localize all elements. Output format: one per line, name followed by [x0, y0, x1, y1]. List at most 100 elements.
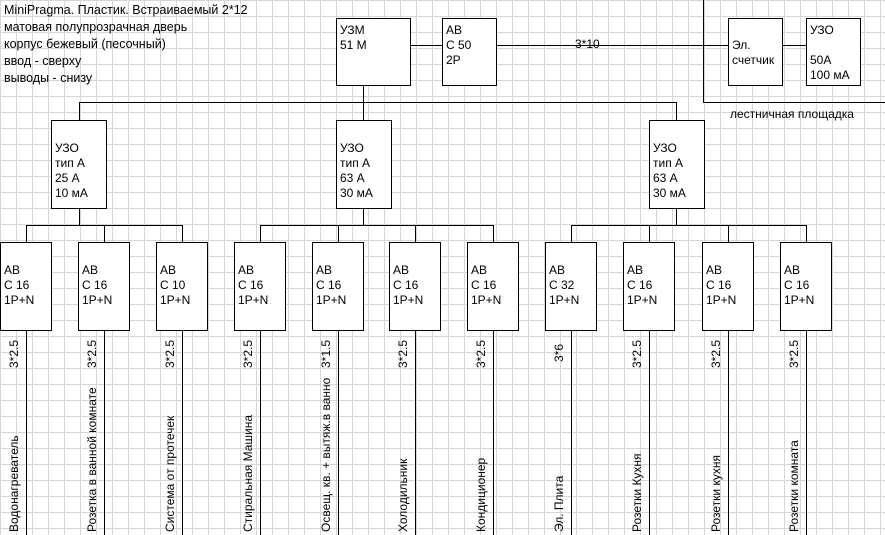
- breaker-stub: [649, 225, 650, 242]
- breaker-stub: [728, 225, 729, 242]
- uzo-input-line: 50А: [810, 53, 832, 67]
- header-line: выводы - снизу: [4, 71, 93, 85]
- header-line: матовая полупрозрачная дверь: [4, 20, 188, 34]
- uzo-group-line: УЗО: [653, 141, 677, 155]
- breaker-line: 1Р+N: [627, 293, 658, 307]
- breaker-box: АВ С 16 1Р+N: [780, 242, 832, 331]
- cable-label: 3*6: [552, 343, 566, 362]
- breaker-line: 1Р+N: [160, 293, 191, 307]
- breaker-line: С 16: [4, 278, 30, 292]
- uzo-group-line: УЗО: [340, 141, 364, 155]
- breaker-line: АВ: [706, 263, 723, 277]
- breaker-output: [104, 331, 105, 535]
- cable-label: 3*2.5: [241, 339, 255, 368]
- header-line: MiniPragma. Пластик. Встраиваемый 2*12: [4, 3, 248, 17]
- load-label: Холодильник: [396, 458, 410, 532]
- meter-line: счетчик: [732, 53, 775, 67]
- load-label: Розетки Кухня: [630, 453, 644, 532]
- load-label: Эл. Плита: [552, 475, 566, 532]
- load-label: Система от протечек: [163, 415, 177, 532]
- uzo-group-line: УЗО: [55, 141, 79, 155]
- breaker-output: [26, 331, 27, 535]
- breaker-line: 1Р+N: [238, 293, 269, 307]
- cable-label: 3*2.5: [474, 339, 488, 368]
- load-label: Освещ. кв. + вытяж.в ванно: [319, 377, 333, 532]
- cable-label: 3*2.5: [163, 339, 177, 368]
- breaker-box: АВ С 32 1Р+N: [545, 242, 597, 331]
- breaker-stub: [806, 225, 807, 242]
- breaker-stub: [415, 225, 416, 242]
- cable-label: 3*2.5: [396, 339, 410, 368]
- breaker-box: АВ С 16 1Р+N: [389, 242, 441, 331]
- breaker-stub: [571, 225, 572, 242]
- bus-main: [79, 102, 677, 103]
- av-main-line: АВ: [446, 23, 463, 37]
- breaker-line: С 16: [706, 278, 732, 292]
- breaker-line: АВ: [627, 263, 644, 277]
- breaker-line: АВ: [549, 263, 566, 277]
- meter-box: Эл. счетчик: [728, 18, 783, 86]
- uzo-input-line: 100 мА: [810, 68, 850, 82]
- group-drop-3: [676, 209, 677, 226]
- breaker-line: АВ: [393, 263, 410, 277]
- wire-uzm-av: [410, 45, 442, 46]
- breaker-box: АВ С 16 1Р+N: [312, 242, 364, 331]
- breaker-stub: [260, 225, 261, 242]
- uzo-input-line: [810, 38, 860, 53]
- uzo-group-line: 63 А: [653, 171, 678, 185]
- uzo-group-line: тип А: [55, 156, 86, 170]
- uzo-group-line: 10 мА: [55, 186, 88, 200]
- breaker-line: С 16: [393, 278, 419, 292]
- breaker-stub: [26, 225, 27, 242]
- load-label: Кондиционер: [474, 457, 488, 532]
- breaker-line: АВ: [238, 263, 255, 277]
- header-line: корпус бежевый (песочный): [4, 37, 166, 51]
- breaker-box: АВ С 16 1Р+N: [702, 242, 754, 331]
- breaker-line: АВ: [471, 263, 488, 277]
- breaker-output: [806, 331, 807, 535]
- breaker-box: АВ С 16 1Р+N: [234, 242, 286, 331]
- breaker-stub: [104, 225, 105, 242]
- uzo-group-line: 25 А: [55, 171, 80, 185]
- uzm-line: УЗМ: [340, 23, 365, 37]
- av-main-line: С 50: [446, 38, 472, 52]
- av-main-line: 2Р: [446, 53, 461, 67]
- load-label: Розетки комната: [787, 440, 801, 532]
- drop-uzo-1: [79, 102, 80, 120]
- uzo-group-box: УЗО тип А 63 А 30 мА: [336, 120, 392, 209]
- breaker-line: С 10: [160, 278, 186, 292]
- breaker-line: 1Р+N: [316, 293, 347, 307]
- drop-uzo-2: [363, 102, 364, 120]
- cable-label: 3*2.5: [7, 339, 21, 368]
- breaker-line: АВ: [160, 263, 177, 277]
- landing-label: лестничная площадка: [730, 107, 854, 121]
- breaker-box: АВ С 16 1Р+N: [467, 242, 519, 331]
- breaker-line: С 32: [549, 278, 575, 292]
- meter-line: Эл.: [732, 38, 751, 52]
- breaker-output: [260, 331, 261, 535]
- breaker-line: 1Р+N: [393, 293, 424, 307]
- breaker-line: 1Р+N: [82, 293, 113, 307]
- breaker-stub: [338, 225, 339, 242]
- uzm-box: УЗМ 51 М: [336, 18, 411, 86]
- group-drop-2: [363, 209, 364, 226]
- breaker-box: АВ С 16 1Р+N: [78, 242, 130, 331]
- breaker-output: [493, 331, 494, 535]
- breaker-output: [415, 331, 416, 535]
- uzo-group-line: 63 А: [340, 171, 365, 185]
- load-label: Розетки кухня: [709, 455, 723, 532]
- group-bus-3: [571, 225, 807, 226]
- group-bus-2: [260, 225, 493, 226]
- drop-uzo-3: [676, 102, 677, 120]
- breaker-line: С 16: [471, 278, 497, 292]
- load-label: Водонагреватель: [7, 435, 21, 532]
- load-label: Розетка в ванной комнате: [85, 387, 99, 532]
- uzm-line: 51 М: [340, 38, 367, 52]
- uzo-input-box: УЗО 50А 100 мА: [806, 18, 861, 86]
- trunk-uzm: [363, 86, 364, 103]
- wire-av-meter: [496, 45, 728, 46]
- av-main-box: АВ С 50 2Р: [442, 18, 497, 86]
- breaker-line: 1Р+N: [549, 293, 580, 307]
- uzo-group-line: 30 мА: [653, 186, 686, 200]
- cable-label: 3*2.5: [85, 339, 99, 368]
